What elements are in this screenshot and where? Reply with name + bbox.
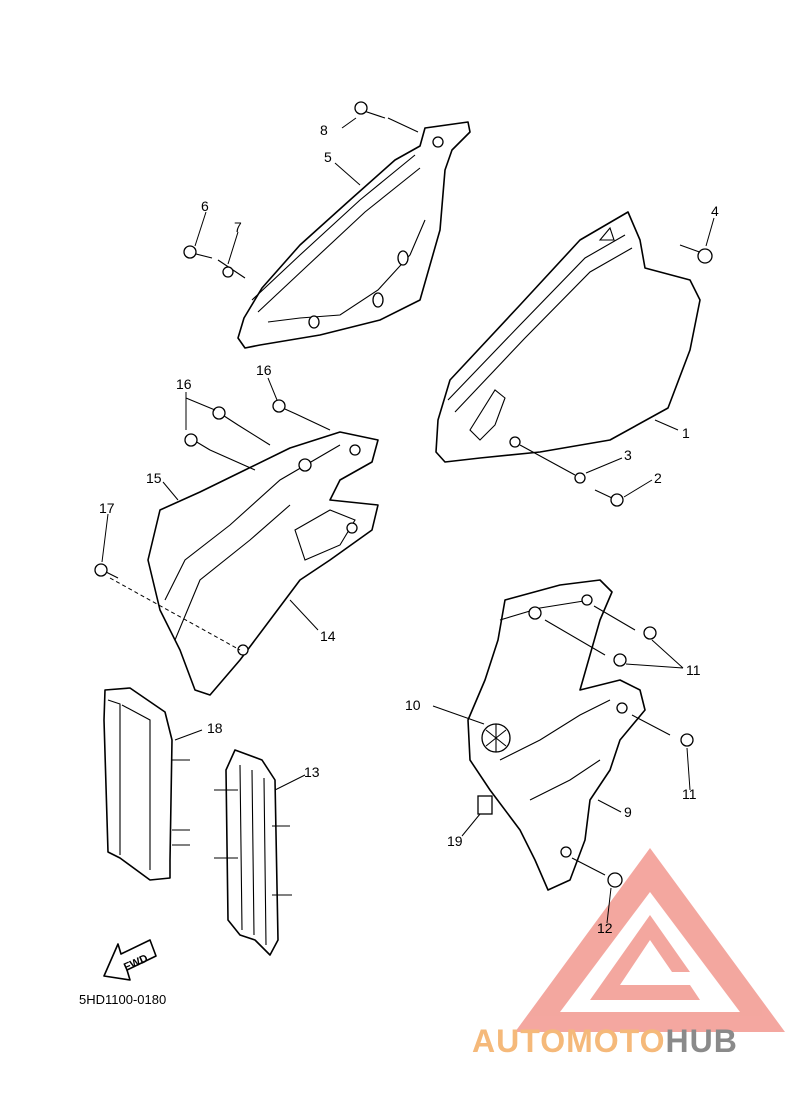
- callout-16a: 16: [176, 376, 192, 392]
- watermark-text-part2: HUB: [665, 1023, 737, 1059]
- leader-lines: [101, 117, 715, 924]
- callout-6: 6: [201, 198, 209, 214]
- callout-4: 4: [711, 203, 719, 219]
- watermark-text: AUTOMOTOHUB: [472, 1023, 738, 1059]
- callout-labels: 1 2 3 4 5 6 7 8 9 10 11 11 12 13 14 15 1…: [99, 122, 719, 936]
- callout-1: 1: [682, 425, 690, 441]
- fwd-arrow-icon: FWD: [103, 939, 157, 981]
- callout-8: 8: [320, 122, 328, 138]
- part-5-side-cover: [237, 121, 471, 349]
- callout-3: 3: [624, 447, 632, 463]
- part-14-15-air-scoop: [109, 431, 379, 696]
- callout-7: 7: [234, 219, 242, 235]
- callout-15: 15: [146, 470, 162, 486]
- watermark-text-part1: AUTOMOTO: [472, 1023, 665, 1059]
- callout-16b: 16: [256, 362, 272, 378]
- callout-17: 17: [99, 500, 115, 516]
- part-9-lower-cover: [467, 579, 646, 891]
- callout-5: 5: [324, 149, 332, 165]
- callout-11a: 11: [686, 662, 701, 678]
- fasteners: [94, 101, 713, 888]
- part-1-side-cover: [435, 211, 701, 463]
- callout-11b: 11: [682, 786, 697, 802]
- callout-19: 19: [447, 833, 463, 849]
- callout-10: 10: [405, 697, 421, 713]
- watermark-logo-icon: [515, 848, 785, 1032]
- callout-18: 18: [207, 720, 223, 736]
- diagram-code: 5HD1100-0180: [79, 992, 166, 1007]
- callout-9: 9: [624, 804, 632, 820]
- callout-12: 12: [597, 920, 613, 936]
- callout-2: 2: [654, 470, 662, 486]
- part-13-radiator-louver: [214, 749, 292, 956]
- callout-14: 14: [320, 628, 336, 644]
- part-18-radiator-guard: [103, 687, 190, 881]
- callout-13: 13: [304, 764, 320, 780]
